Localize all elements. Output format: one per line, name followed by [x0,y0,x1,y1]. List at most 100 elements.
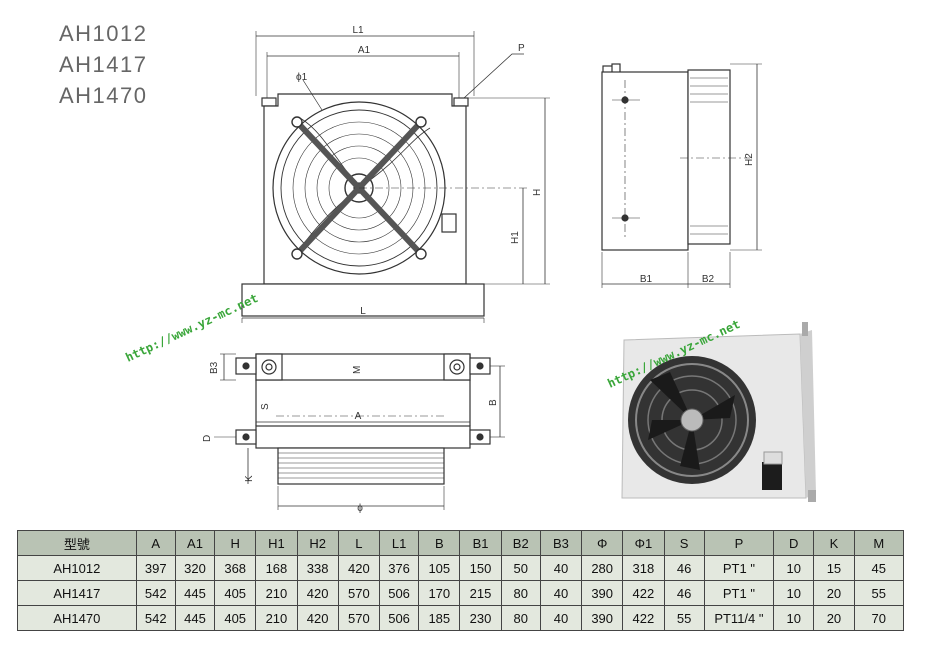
table-cell: 506 [378,580,420,606]
dim-label-K: K [244,475,255,482]
column-header: K [813,530,855,556]
table-cell: 376 [378,555,420,581]
column-header: H [214,530,257,556]
column-header: 型號 [17,530,137,556]
product-photo [621,322,816,502]
table-cell: 506 [378,605,420,631]
column-header: A [135,530,176,556]
table-cell: 46 [663,555,705,581]
column-header: B2 [500,530,541,556]
column-header: D [773,530,815,556]
table-cell: 210 [255,605,298,631]
table-cell: 210 [255,580,298,606]
table-cell: 570 [337,605,380,631]
dim-label-phi: ϕ [357,503,363,514]
model-name: AH1012 [59,21,148,46]
table-cell: 80 [500,580,541,606]
column-header: P [703,530,775,556]
column-header: B3 [539,530,583,556]
table-cell: 46 [663,580,705,606]
table-cell: 338 [296,555,339,581]
dim-label-H1: H1 [510,231,521,244]
table-cell: 390 [581,580,624,606]
top-view-drawing [214,353,505,510]
table-cell: 390 [581,605,624,631]
dim-label-L: L [360,306,366,317]
column-header: H1 [255,530,298,556]
dim-label-B: B [488,399,499,406]
dim-label-B3: B3 [209,361,220,374]
table-cell: 542 [135,605,176,631]
table-cell: AH1012 [17,555,137,581]
table-cell: 150 [459,555,502,581]
column-header: M [853,530,905,556]
column-header: A1 [174,530,216,556]
model-list: AH1012 AH1417 AH1470 [59,18,148,111]
table-cell: PT11/4 " [703,605,775,631]
table-cell: 445 [174,605,216,631]
table-cell: 405 [214,605,257,631]
table-cell: 368 [214,555,257,581]
column-header: H2 [296,530,339,556]
table-cell: 542 [135,580,176,606]
table-cell: 20 [813,605,855,631]
table-cell: 55 [663,605,705,631]
table-cell: 80 [500,605,541,631]
table-cell: 20 [813,580,855,606]
table-cell: 40 [539,605,583,631]
dim-label-M: M [352,366,363,374]
table-cell: 420 [296,605,339,631]
table-row: AH1012 397 320 368 168 338 420 376 105 1… [17,555,905,581]
table-cell: 397 [135,555,176,581]
table-cell: 170 [418,580,461,606]
table-cell: 55 [853,580,905,606]
table-cell: 10 [773,605,815,631]
table-cell: 445 [174,580,216,606]
table-cell: AH1470 [17,605,137,631]
table-cell: 318 [622,555,665,581]
table-cell: 10 [773,580,815,606]
table-cell: 45 [853,555,905,581]
watermark-text: http://www.yz-mc.net [123,291,260,365]
dim-label-L1: L1 [352,25,364,36]
front-view-drawing [241,31,550,323]
dim-label-D: D [202,435,213,442]
table-cell: 15 [813,555,855,581]
table-cell: 280 [581,555,624,581]
table-row: AH1470 542 445 405 210 420 570 506 185 2… [17,605,905,631]
table-cell: 420 [296,580,339,606]
dim-label-B1: B1 [640,274,653,285]
column-header: B1 [459,530,502,556]
column-header: B [418,530,461,556]
column-header: Φ1 [622,530,665,556]
dim-label-H: H [532,189,543,196]
technical-drawings: L1 A1 P ϕ1 H H1 L H2 B1 B2 [123,25,816,514]
table-header-row: 型號 A A1 H H1 H2 L L1 B B1 B2 B3 Φ Φ1 S P… [17,530,905,556]
model-name: AH1470 [59,83,148,108]
column-header: L1 [378,530,420,556]
dim-label-B2: B2 [702,274,715,285]
table-cell: 185 [418,605,461,631]
dim-label-S: S [260,403,271,410]
table-cell: 570 [337,580,380,606]
table-cell: AH1417 [17,580,137,606]
dim-label-A1: A1 [358,45,371,56]
table-cell: 422 [622,605,665,631]
table-row: AH1417 542 445 405 210 420 570 506 170 2… [17,580,905,606]
column-header: S [663,530,705,556]
table-cell: 168 [255,555,298,581]
column-header: Φ [581,530,624,556]
dim-label-phi1: ϕ1 [296,72,308,83]
column-header: L [337,530,380,556]
side-view-drawing [601,63,762,288]
table-cell: 215 [459,580,502,606]
table-cell: 230 [459,605,502,631]
dim-label-H2: H2 [744,153,755,166]
table-cell: 405 [214,580,257,606]
table-cell: PT1 " [703,580,775,606]
table-cell: 40 [539,580,583,606]
table-cell: 10 [773,555,815,581]
table-cell: 320 [174,555,216,581]
dim-label-A: A [355,411,362,422]
table-cell: PT1 " [703,555,775,581]
